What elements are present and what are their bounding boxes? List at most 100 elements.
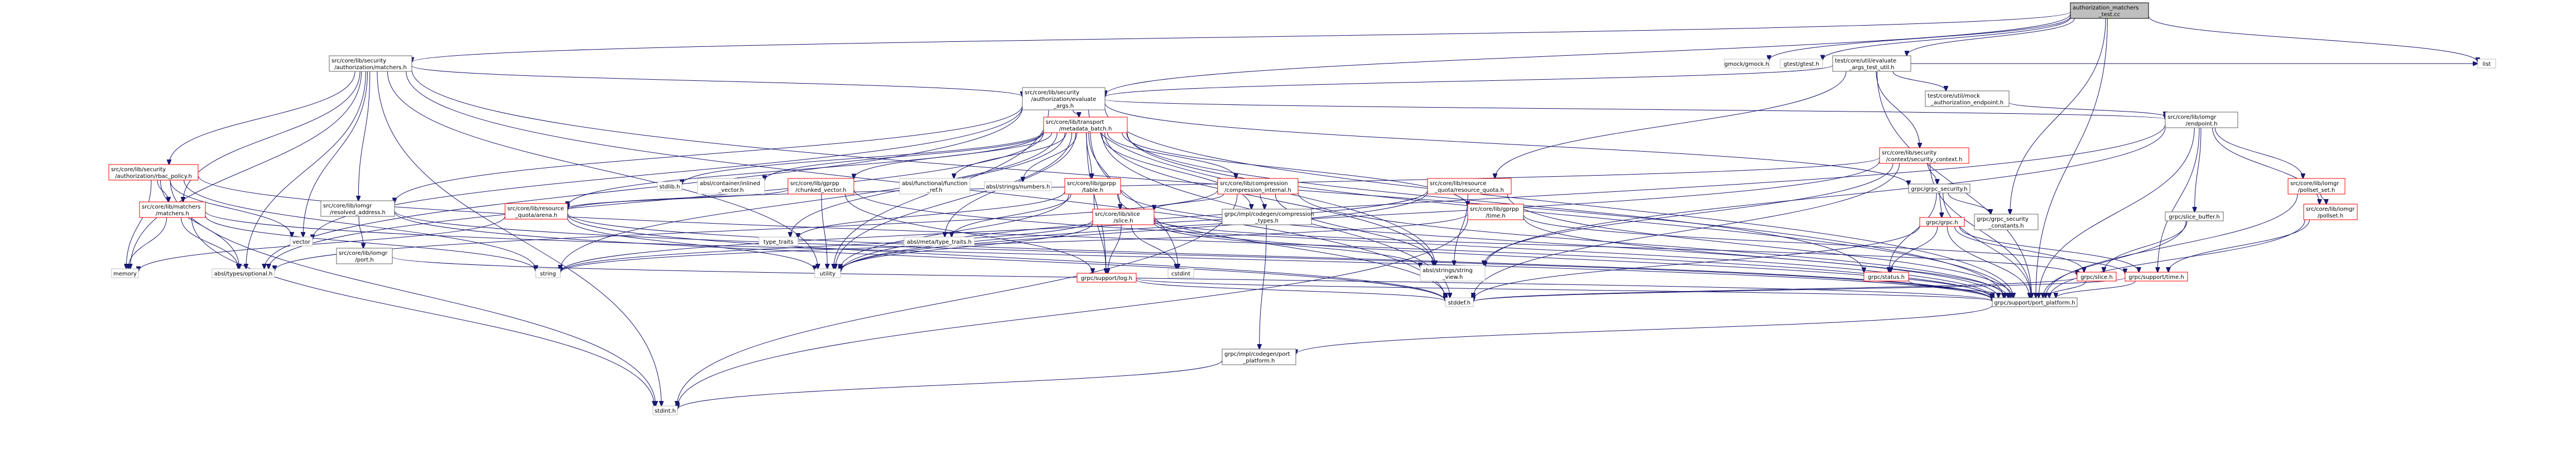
node-label-line: /compression_internal.h [1224, 187, 1291, 194]
node-box [1974, 214, 2039, 230]
node-label-line: src/core/lib/iomgr [2290, 181, 2339, 187]
edge-port_platform-to-codegen_port_platform [1296, 304, 1993, 354]
node-numbers: absl/strings/numbers.h [984, 181, 1052, 191]
node-label-line: /port.h [355, 257, 373, 263]
node-arena[interactable]: src/core/lib/resource_quota/arena.h [504, 203, 568, 220]
edge-grpc_security-to-security_constants [1948, 192, 1991, 214]
edge-metadata_batch-to-arena [568, 131, 1044, 206]
node-label-line: /pollset_set.h [2298, 187, 2335, 194]
node-compression-internal[interactable]: src/core/lib/compression/compression_int… [1217, 178, 1299, 195]
node-support-log[interactable]: grpc/support/log.h [1076, 273, 1137, 283]
node-pollset-set[interactable]: src/core/lib/iomgr/pollset_set.h [2287, 178, 2346, 195]
node-box [1064, 178, 1121, 195]
edge-compression_internal-to-optional [275, 190, 1218, 270]
node-label-line: absl/container/inlined [700, 181, 760, 187]
node-table[interactable]: src/core/lib/gprpp/table.h [1064, 178, 1121, 195]
node-label-line: src/core/lib/gprpp [1067, 181, 1116, 187]
node-pollset[interactable]: src/core/lib/iomgr/pollset.h [2303, 204, 2358, 220]
node-label-line: /authorization/evaluate [1031, 96, 1097, 103]
edge-iomgr_port-to-port_platform [392, 257, 1992, 301]
node-label-line: grpc/slice.h [2080, 274, 2113, 281]
edge-iomgr_endpoint-to-support_time [2157, 127, 2200, 272]
node-label-line: test/core/util/evaluate [1835, 58, 1896, 64]
node-box [758, 236, 799, 246]
node-matchers-h[interactable]: src/core/lib/security/authorization/matc… [329, 55, 412, 72]
edge-status_h-to-port_platform [1908, 280, 2009, 298]
node-mock-endpoint[interactable]: test/core/util/mock_authorization_endpoi… [1925, 90, 2010, 107]
edge-root-to-security_constants [2010, 18, 2106, 214]
edge-rbac_policy-to-lib_matchers [157, 180, 169, 202]
node-codegen-port-platform[interactable]: grpc/impl/codegen/port_platform.h [1222, 349, 1296, 365]
node-label-line: /endpoint.h [2185, 121, 2217, 127]
node-iomgr-port[interactable]: src/core/lib/iomgr/port.h [336, 248, 393, 264]
edge-lib_slice-to-support_log [1108, 224, 1122, 273]
edge-arena-to-stddef [567, 214, 1445, 301]
node-evaluate-args[interactable]: src/core/lib/security/authorization/eval… [1022, 87, 1106, 110]
edge-lib_slice-to-utility [840, 223, 1093, 270]
node-label-line: src/core/lib/security [1882, 150, 1936, 156]
node-box [2165, 112, 2238, 128]
node-security-context[interactable]: src/core/lib/security/context/security_c… [1879, 147, 1969, 164]
node-box [320, 200, 395, 217]
node-box [212, 268, 275, 278]
node-status-h[interactable]: grpc/status.h [1863, 272, 1909, 282]
node-box [652, 405, 678, 415]
edge-support_log-to-port_platform [1136, 278, 1992, 301]
node-label-line: grpc/support/log.h [1081, 275, 1132, 282]
node-label-line: src/core/lib/security [331, 58, 386, 64]
node-lib-matchers[interactable]: src/core/lib/matchers/matchers.h [139, 201, 206, 218]
node-compression-types[interactable]: grpc/impl/codegen/compression_types.h [1222, 209, 1314, 225]
edge-grpc_h-to-grpc_slice [1954, 226, 2084, 272]
edge-metadata_batch-to-string_view [1104, 132, 1434, 265]
node-grpc-slice[interactable]: grpc/slice.h [2077, 272, 2117, 282]
node-evaluate-util[interactable]: test/core/util/evaluate_args_test_util.h [1832, 55, 1911, 72]
node-label-line: gmock/gmock.h [1724, 61, 1769, 67]
node-label-line: absl/types/optional.h [214, 271, 273, 277]
edge-pollset_set-to-port_platform [2045, 194, 2298, 298]
node-root: authorization_matchers_test.cc [2070, 2, 2149, 19]
edge-chunked_vector-to-port_platform [853, 189, 1992, 298]
edge-grpc_h-to-support_time [1959, 226, 2138, 272]
node-label-line: test/core/util/mock [1928, 93, 1980, 99]
node-box [535, 268, 561, 278]
node-box [1043, 117, 1128, 133]
node-gprpp-time[interactable]: src/core/lib/gprpp/time.h [1467, 204, 1524, 220]
node-resolved-address[interactable]: src/core/lib/iomgr/resolved_address.h [320, 200, 395, 217]
node-label-line: authorization_matchers [2073, 5, 2138, 11]
node-label-line: src/core/lib/iomgr [323, 203, 372, 209]
node-label-line: /pollset.h [2318, 213, 2343, 219]
edge-matchers_h-to-resolved_address [358, 71, 371, 201]
node-label-line: _authorization_endpoint.h [1930, 100, 2003, 106]
node-lib-slice[interactable]: src/core/lib/slice/slice.h [1092, 209, 1155, 225]
node-port-platform[interactable]: grpc/support/port_platform.h [1992, 297, 2078, 307]
node-iomgr-endpoint[interactable]: src/core/lib/iomgr/endpoint.h [2165, 112, 2238, 128]
edge-gprpp_time-to-stdint [677, 218, 1468, 408]
node-resource-quota[interactable]: src/core/lib/resource_quota/resource_quo… [1427, 178, 1512, 195]
node-security-constants[interactable]: grpc/grpc_security_constants.h [1974, 214, 2039, 230]
node-box [1863, 272, 1909, 282]
node-rbac-policy[interactable]: src/core/lib/security/authorization/rbac… [108, 164, 199, 181]
node-box [2070, 2, 2149, 19]
node-grpc-security[interactable]: grpc/grpc_security.h [1908, 183, 1971, 194]
node-label-line: _constants.h [1988, 223, 2024, 229]
node-support-time[interactable]: grpc/support/time.h [2125, 272, 2188, 282]
node-box [984, 181, 1052, 191]
node-inlined-vector: absl/container/inlined_vector.h [697, 178, 765, 195]
node-box [787, 178, 854, 195]
node-label-line: grpc/support/time.h [2128, 274, 2184, 281]
node-slice-buffer[interactable]: grpc/slice_buffer.h [2165, 211, 2224, 221]
node-label-line: grpc/impl/codegen/compression [1224, 211, 1314, 217]
node-label-line: src/core/lib/security [1025, 90, 1079, 96]
edge-compression_internal-to-string_view [1275, 194, 1435, 265]
node-grpc-h[interactable]: grpc/grpc.h [1919, 217, 1965, 227]
node-box [504, 203, 568, 220]
node-chunked-vector[interactable]: src/core/lib/gprpp/chunked_vector.h [787, 178, 854, 195]
node-label-line: stddef.h [1448, 300, 1470, 306]
edge-compression_internal-to-compression_types [1260, 194, 1265, 209]
node-label-line: _args.h [1053, 103, 1074, 109]
edge-lib_matchers-to-optional [181, 217, 238, 269]
edge-matchers_h-to-vector [303, 71, 368, 237]
node-metadata-batch[interactable]: src/core/lib/transport/metadata_batch.h [1043, 117, 1128, 133]
node-box [814, 268, 841, 278]
node-box [1420, 265, 1486, 282]
